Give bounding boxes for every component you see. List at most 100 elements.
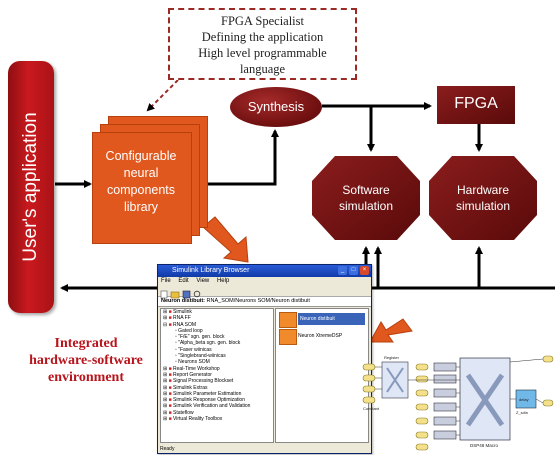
- software-simulation-octagon: [312, 156, 420, 240]
- path-rest: RNA_SOM/Neurons SOM/Neuron distibuit: [205, 298, 310, 304]
- arrow-library-to-synthesis: [190, 129, 279, 186]
- integrated-line: environment: [48, 370, 124, 385]
- block-item[interactable]: Neuron XtremeDSP: [298, 333, 343, 339]
- neuron-block-icon[interactable]: [279, 312, 297, 328]
- hardware-sim-line: simulation: [455, 199, 511, 213]
- tree-item[interactable]: ⊞ ■ Stateflow: [163, 409, 194, 416]
- signal-box: [433, 430, 457, 440]
- dsp-schematic: DSP48 Macro Register Constant Z_sdin del…: [362, 355, 554, 451]
- library-doc-front: [92, 132, 192, 244]
- library-line: Configurable: [105, 149, 177, 163]
- integrated-line: Integrated: [54, 336, 118, 351]
- signal-box: [433, 402, 457, 412]
- tree-item[interactable]: ⊞ ■ Simulink Parameter Estimation: [163, 390, 242, 397]
- fpga-specialist-callout: FPGA Specialist Defining the application…: [168, 8, 357, 80]
- minimize-icon[interactable]: _: [338, 266, 347, 275]
- delay-label: Z_sdin: [516, 410, 528, 415]
- fpga-label: FPGA: [454, 95, 498, 112]
- synthesis-node: Synthesis: [230, 87, 322, 127]
- tree-item[interactable]: ⊞ ■ Signal Processing Blockset: [163, 378, 234, 385]
- tree-item[interactable]: ▫ Neurons SOM: [175, 359, 210, 366]
- signal-box: [433, 362, 457, 372]
- tree-item[interactable]: ⊞ ■ Simulink Response Optimization: [163, 397, 245, 404]
- integrated-line: hardware-software: [29, 353, 143, 368]
- constant-pill: [362, 363, 376, 371]
- window-titlebar: Simulink Library Browser _ □ ×: [158, 265, 371, 277]
- constant-pill: [362, 396, 376, 404]
- hardware-sim-line: Hardware: [456, 183, 510, 197]
- callout-line: Defining the application: [201, 30, 324, 44]
- tree-item[interactable]: ▫ "Alpha_beta sgn. gen. block: [175, 340, 241, 347]
- orange-arrow-to-browser: [202, 216, 249, 263]
- constant-label: Constant: [363, 406, 380, 411]
- callout-line: High level programmable: [198, 46, 327, 60]
- neuron-xtreme-block-icon[interactable]: [279, 329, 297, 345]
- dsp48-label: DSP48 Macro: [470, 443, 499, 448]
- library-label: Configurable neural components library: [90, 148, 192, 216]
- menu-edit[interactable]: Edit: [178, 278, 189, 284]
- maximize-icon[interactable]: □: [349, 266, 358, 275]
- constant-pill: [415, 431, 429, 439]
- constant-pill: [415, 403, 429, 411]
- callout-line: FPGA Specialist: [221, 14, 304, 28]
- constant-pill: [415, 417, 429, 425]
- orange-arrow-from-schematic: [369, 318, 413, 343]
- menu-view[interactable]: View: [196, 278, 210, 284]
- library-tree[interactable]: ⊞ ■ Simulink ⊞ ■ RNA FF ⊟ ■ RNA SOM ▫ Ga…: [160, 308, 274, 443]
- xilinx-logo-icon: [465, 373, 505, 427]
- software-sim-line: Software: [342, 183, 390, 197]
- block-panel: Neuron distibuit Neuron XtremeDSP: [275, 308, 369, 443]
- block-description-bar: Neuron distibuit: RNA_SOM/Neurons SOM/Ne…: [158, 297, 371, 307]
- constant-pill: [415, 389, 429, 397]
- tree-item[interactable]: ⊞ ■ Real-Time Workshop: [163, 365, 220, 372]
- constant-pill: [415, 375, 429, 383]
- tree-item[interactable]: ⊞ ■ Simulink Verification and Validation: [163, 403, 251, 410]
- library-line: neural: [123, 166, 159, 180]
- simulink-library-browser-window: Simulink Library Browser _ □ × File Edit…: [157, 264, 372, 454]
- tree-item[interactable]: ▫ "F/E" sgn. gen. block: [175, 334, 225, 341]
- output-pill: [542, 399, 554, 407]
- tree-item[interactable]: ▫ "Faser wiinicas: [175, 346, 212, 353]
- constant-pill: [362, 374, 376, 382]
- menu-bar: File Edit View Help: [158, 277, 371, 286]
- hardware-simulation-octagon: [429, 156, 537, 240]
- tree-item[interactable]: ⊞ ■ Report Generator: [163, 371, 212, 378]
- register-block: [381, 361, 409, 399]
- menu-help[interactable]: Help: [216, 278, 230, 284]
- software-simulation-label: Software simulation: [323, 182, 409, 214]
- callout-line: language: [239, 62, 286, 76]
- tree-item[interactable]: ⊞ ■ Simulink: [163, 309, 192, 315]
- hardware-simulation-label: Hardware simulation: [440, 182, 526, 214]
- library-line: components: [106, 183, 176, 197]
- tree-item[interactable]: ▫ Gated loop: [175, 327, 203, 334]
- status-bar: Ready: [160, 446, 175, 452]
- find-icon[interactable]: [193, 290, 201, 298]
- constant-pill: [415, 443, 429, 451]
- tree-item[interactable]: ⊟ ■ RNA SOM: [163, 321, 197, 328]
- signal-box: [433, 374, 457, 384]
- toolbar: [158, 286, 371, 299]
- path-bold: Neuron distibuit:: [161, 298, 205, 304]
- synthesis-label: Synthesis: [247, 99, 305, 114]
- output-pill: [542, 355, 554, 363]
- tree-item[interactable]: ▫ "Singlebrand-wiinicas: [175, 353, 226, 360]
- tree-item[interactable]: ⊞ ■ Simulink Extras: [163, 384, 208, 391]
- software-sim-line: simulation: [338, 199, 394, 213]
- fpga-box: [437, 86, 515, 124]
- close-icon[interactable]: ×: [360, 266, 369, 275]
- user-application-bar: User's application: [8, 61, 54, 313]
- delay-block-label: delay: [519, 397, 529, 402]
- constant-pill: [415, 363, 429, 371]
- user-application-label: User's application: [20, 112, 41, 262]
- window-title: Simulink Library Browser: [172, 267, 250, 274]
- tree-item[interactable]: ⊞ ■ RNA FF: [163, 315, 191, 322]
- menu-file[interactable]: File: [161, 278, 171, 284]
- library-line: library: [123, 200, 159, 214]
- block-item-selected[interactable]: Neuron distibuit: [298, 313, 365, 325]
- xilinx-logo-icon: [386, 367, 404, 393]
- signal-box: [433, 416, 457, 426]
- register-label: Register: [384, 355, 400, 360]
- callout-pointer: [146, 79, 179, 112]
- tree-item[interactable]: ⊞ ■ Virtual Reality Toolbox: [163, 416, 223, 423]
